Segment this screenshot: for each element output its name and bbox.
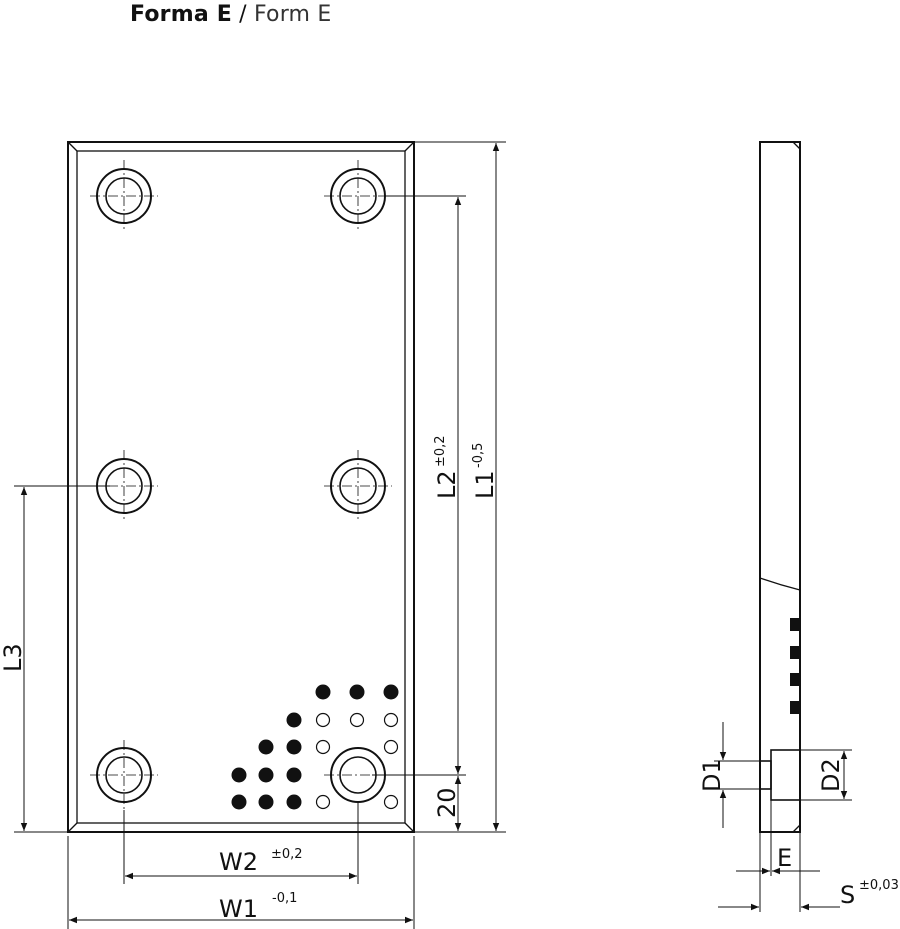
side-chamfer-bottom [792, 824, 801, 833]
mounting-holes [96, 168, 386, 803]
side-section-curve [759, 577, 801, 591]
hole-centerlines [90, 160, 392, 810]
S-tolerance: ±0,03 [859, 878, 899, 893]
E-label: E [777, 844, 792, 872]
front-dimension-labels: W2 ±0,2 W1 -0,1 L3 L2 ±0,2 L1 -0,5 20 [0, 435, 499, 923]
filled-dots [231, 684, 399, 810]
W2-label: W2 [219, 848, 258, 876]
chamfer-lines [67, 141, 415, 833]
side-profile [759, 141, 801, 833]
title-primary: Forma E [130, 2, 232, 27]
W1-tolerance: -0,1 [272, 891, 297, 906]
W2-tolerance: ±0,2 [271, 847, 303, 862]
L2-tolerance: ±0,2 [433, 435, 448, 467]
drawing-title: Forma E / Form E [130, 2, 331, 27]
hole-bottom-left [96, 747, 152, 803]
front-view [67, 141, 415, 833]
L1-label: L1 [471, 470, 499, 499]
L3-label: L3 [0, 643, 27, 672]
D1-label: D1 [698, 758, 726, 792]
title-secondary: Form E [253, 2, 332, 27]
open-dots [315, 712, 399, 810]
side-dimension-lines [714, 722, 852, 912]
W1-label: W1 [219, 895, 258, 923]
front-dimension-lines [14, 141, 506, 929]
side-chamfer-top [792, 141, 801, 150]
lubrication-pattern [231, 684, 399, 810]
L1-tolerance: -0,5 [471, 443, 486, 468]
L2-label: L2 [433, 470, 461, 499]
side-dimension-labels: D1 D2 E S ±0,03 [698, 758, 899, 909]
side-lube-grooves [790, 618, 800, 714]
plate-outline [67, 141, 415, 833]
side-counterbore [759, 749, 801, 801]
D2-label: D2 [817, 758, 845, 792]
side-view [759, 141, 801, 833]
edge-distance-label: 20 [433, 787, 461, 818]
title-separator: / [231, 2, 254, 27]
S-label: S [840, 881, 855, 909]
plate-chamfer-inner [76, 150, 406, 824]
